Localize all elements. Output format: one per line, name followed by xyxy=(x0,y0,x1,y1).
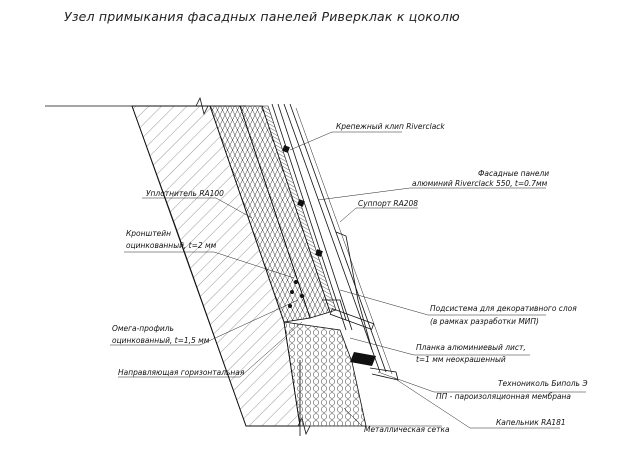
label-membrane-line1: Технониколь Биполь Э xyxy=(498,378,588,388)
label-seal: Уплотнитель RA100 xyxy=(146,188,224,198)
leader-lines xyxy=(110,131,586,429)
label-omega-line2: оцинкованный, t=1,5 мм xyxy=(112,335,210,345)
label-bracket-line2: оцинкованный, t=2 мм xyxy=(126,240,217,250)
fixing-elements xyxy=(282,145,399,381)
label-membrane-line2: ПП - пароизоляционная мембрана xyxy=(436,391,571,401)
plinth-mesh-fill xyxy=(283,321,367,427)
label-clip: Крепежный клип Riverclack xyxy=(336,121,445,131)
drawing-title: Узел примыкания фасадных панелей Риверкл… xyxy=(64,9,460,24)
label-panels-line1: Фасадные панели xyxy=(478,168,549,178)
label-support: Суппорт RA208 xyxy=(358,198,418,208)
label-mesh: Металлическая сетка xyxy=(364,424,450,434)
label-guide: Направляющая горизонтальная xyxy=(118,367,245,377)
facade-panels xyxy=(271,103,393,375)
label-bracket-line1: Кронштейн xyxy=(126,228,171,238)
label-subsystem-line2: (в рамках разработки МИП) xyxy=(430,316,539,326)
label-panels-line2: алюминий Riverclack 550, t=0.7мм xyxy=(412,178,548,188)
label-subsystem-line1: Подсистема для декоративного слоя xyxy=(430,303,577,313)
label-omega-line1: Омега-профиль xyxy=(112,323,174,333)
label-strip-line1: Планка алюминиевый лист, xyxy=(416,342,526,352)
label-strip-line2: t=1 мм неокрашенный xyxy=(416,354,506,364)
label-drip: Капельник RA181 xyxy=(496,417,566,427)
